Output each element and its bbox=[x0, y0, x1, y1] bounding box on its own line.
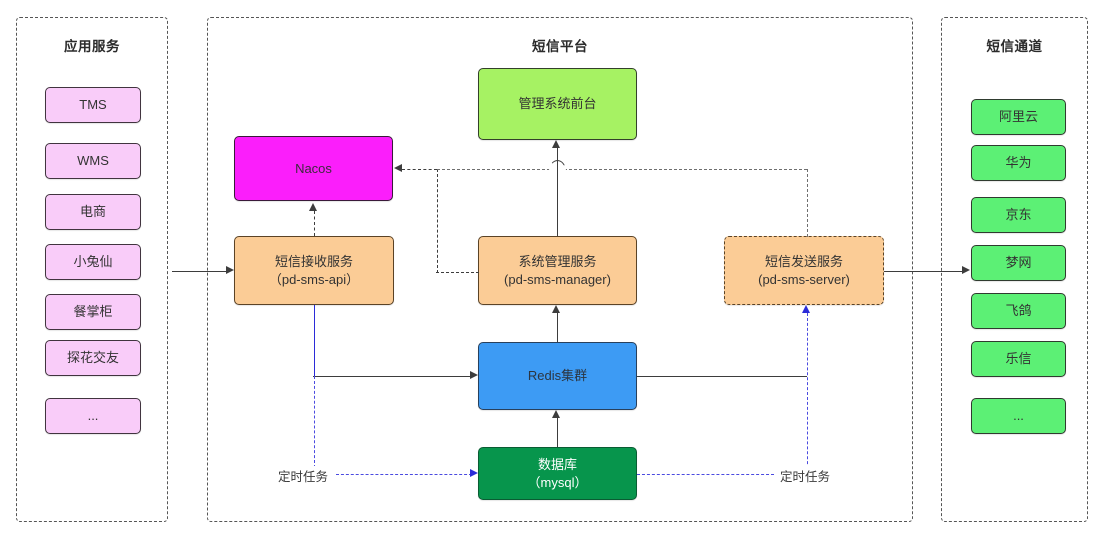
edge-scheduled-task-right-horizontal bbox=[637, 473, 774, 475]
edge-sms-manager-to-frontend bbox=[556, 148, 558, 236]
app-node-wms[interactable]: WMS bbox=[45, 143, 141, 179]
node-sms-server[interactable]: 短信发送服务 (pd-sms-server) bbox=[724, 236, 884, 305]
node-sms-api[interactable]: 短信接收服务 （pd-sms-api） bbox=[234, 236, 394, 305]
edge-sms-manager-to-nacos-stub bbox=[436, 272, 479, 273]
panel-app-services: 应用服务 bbox=[16, 17, 168, 522]
edge-sms-api-drop bbox=[313, 305, 315, 376]
edge-sms-server-to-nacos-horizontal-right bbox=[564, 168, 807, 170]
edge-redis-to-sms-manager-arrow bbox=[552, 305, 560, 313]
edge-sms-server-to-channels bbox=[884, 270, 964, 272]
app-node-tms[interactable]: TMS bbox=[45, 87, 141, 123]
node-mysql-database[interactable]: 数据库 （mysql） bbox=[478, 447, 637, 500]
edge-apps-to-sms-api bbox=[172, 270, 227, 272]
channel-node-aliyun[interactable]: 阿里云 bbox=[971, 99, 1066, 135]
edge-apps-to-sms-api-arrow bbox=[226, 266, 234, 274]
edge-sms-api-to-nacos bbox=[313, 211, 315, 236]
edge-scheduled-task-left-horizontal bbox=[336, 473, 472, 475]
app-node-more[interactable]: ... bbox=[45, 398, 141, 434]
channel-node-lexin[interactable]: 乐信 bbox=[971, 341, 1066, 377]
edge-redis-to-sms-manager bbox=[556, 313, 558, 342]
channel-node-huawei[interactable]: 华为 bbox=[971, 145, 1066, 181]
edge-scheduled-task-left-arrow bbox=[470, 469, 478, 477]
node-admin-frontend[interactable]: 管理系统前台 bbox=[478, 68, 637, 140]
channel-node-jingdong[interactable]: 京东 bbox=[971, 197, 1066, 233]
edge-sms-manager-to-nacos-arrow bbox=[394, 164, 402, 172]
edge-sms-server-to-nacos-vertical bbox=[806, 168, 808, 237]
edge-mysql-to-redis-arrow bbox=[552, 410, 560, 418]
edge-label-scheduled-task-left: 定时任务 bbox=[277, 466, 330, 485]
edge-sms-api-to-redis bbox=[313, 375, 471, 377]
edge-scheduled-task-right-vertical bbox=[806, 313, 808, 474]
channel-node-feige[interactable]: 飞鸽 bbox=[971, 293, 1066, 329]
panel-sms-channels-title: 短信通道 bbox=[986, 39, 1043, 54]
edge-sms-manager-to-nacos-horizontal bbox=[402, 168, 437, 170]
app-node-canzhanggui[interactable]: 餐掌柜 bbox=[45, 294, 141, 330]
edge-scheduled-task-left-vertical bbox=[313, 376, 315, 468]
edge-sms-server-to-channels-arrow bbox=[962, 266, 970, 274]
panel-sms-platform: 短信平台 bbox=[207, 17, 913, 522]
edge-sms-api-to-nacos-arrow bbox=[309, 203, 317, 211]
node-sms-manager[interactable]: 系统管理服务 (pd-sms-manager) bbox=[478, 236, 637, 305]
app-node-xiaotuxian[interactable]: 小兔仙 bbox=[45, 244, 141, 280]
edge-sms-server-to-nacos-horizontal-left bbox=[437, 168, 550, 170]
edge-redis-to-sms-server bbox=[637, 375, 807, 377]
panel-sms-platform-title: 短信平台 bbox=[532, 39, 588, 54]
edge-mysql-to-redis bbox=[556, 418, 558, 447]
app-node-ecommerce[interactable]: 电商 bbox=[45, 194, 141, 230]
edge-label-scheduled-task-right: 定时任务 bbox=[779, 466, 832, 485]
panel-sms-channels: 短信通道 bbox=[941, 17, 1088, 522]
channel-node-mengwang[interactable]: 梦网 bbox=[971, 245, 1066, 281]
node-redis-cluster[interactable]: Redis集群 bbox=[478, 342, 637, 410]
edge-sms-api-to-redis-arrow bbox=[470, 371, 478, 379]
edge-scheduled-task-right-arrow bbox=[802, 305, 810, 313]
panel-app-services-title: 应用服务 bbox=[64, 39, 120, 54]
node-nacos[interactable]: Nacos bbox=[234, 136, 393, 201]
app-node-tanhuajiaoyou[interactable]: 探花交友 bbox=[45, 340, 141, 376]
edge-sms-manager-to-nacos-vertical bbox=[436, 168, 438, 273]
channel-node-more[interactable]: ... bbox=[971, 398, 1066, 434]
edge-sms-manager-to-frontend-arrow bbox=[552, 140, 560, 148]
